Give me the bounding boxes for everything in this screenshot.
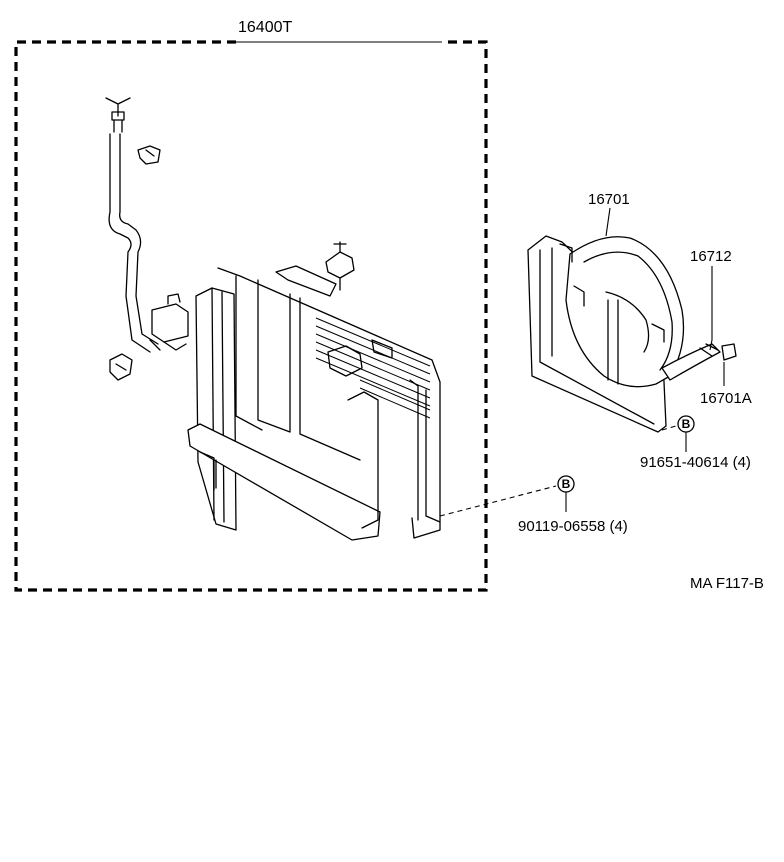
shroud-clip-part [661,343,721,381]
radiator [187,241,441,541]
shroud-part-a-label: 16701A [700,390,752,407]
callout-b-radiator-symbol: B [562,477,571,491]
label-shroud-part: 16712 [690,248,732,351]
callout-bolt-radiator: B 90119-06558 (4) [439,475,628,535]
radiator-fins [315,317,431,419]
label-fan-shroud: 16701 [588,191,630,237]
callout-b-shroud-symbol: B [682,417,691,431]
callout-bolt-shroud: B 91651-40614 (4) [640,415,751,471]
fan-shroud-label: 16701 [588,191,630,208]
shroud-clip-part-a [721,343,737,361]
label-shroud-part-a: 16701A [700,362,752,407]
bolt-radiator-label: 90119-06558 (4) [518,518,628,535]
assembly-label: 16400T [238,19,292,36]
shroud-part-label: 16712 [690,248,732,265]
reference-code: MA F117-B [690,575,764,592]
bolt-shroud-label: 91651-40614 (4) [640,454,751,471]
assembly-frame: 16400T [14,19,488,592]
hose-assembly [105,97,189,381]
fan-shroud [527,235,685,433]
